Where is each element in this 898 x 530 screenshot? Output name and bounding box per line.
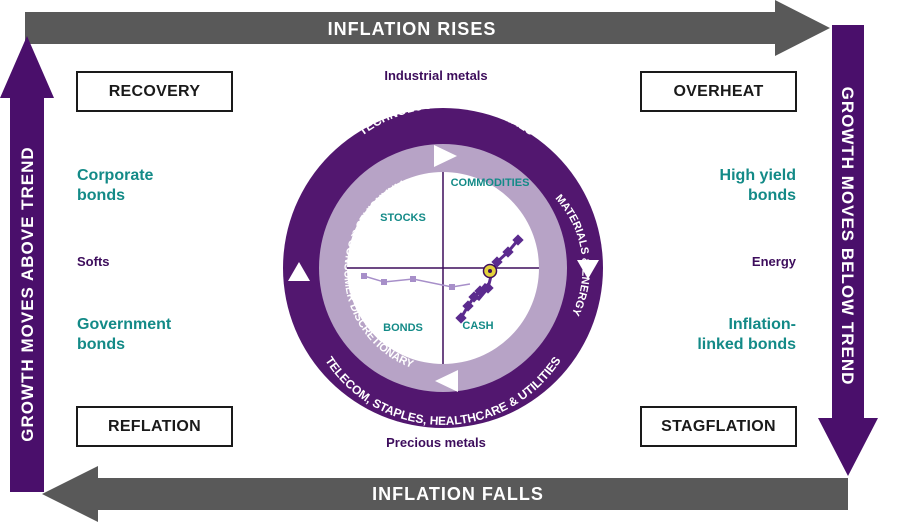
- trail-point: [468, 291, 480, 303]
- phase-stagflation-box: STAGFLATION: [640, 406, 797, 447]
- quadrant-bonds: BONDS: [383, 322, 423, 334]
- trail-point: [462, 300, 474, 312]
- trail-point: [512, 234, 524, 246]
- bonds-government-line2: bonds: [77, 336, 125, 353]
- trail-point: [502, 246, 514, 258]
- trail-point: [381, 279, 387, 285]
- commodity-precious-metals: Precious metals: [386, 435, 486, 450]
- bonds-corporate: Corporate bonds: [77, 166, 153, 206]
- inflation-falls-label: INFLATION FALLS: [372, 484, 544, 504]
- bonds-corporate-line2: bonds: [77, 187, 125, 204]
- bonds-inflation-linked-line1: Inflation-: [728, 316, 796, 333]
- bonds-inflation-linked-line2: linked bonds: [697, 336, 796, 353]
- trail-point: [455, 312, 467, 324]
- ring-arrow-top-icon: [434, 145, 457, 167]
- growth-above-trend-label: GROWTH MOVES ABOVE TREND: [18, 146, 37, 441]
- quadrant-stocks: STOCKS: [380, 212, 426, 224]
- commodity-softs: Softs: [77, 254, 110, 269]
- inflation-rises-arrow: [25, 0, 830, 56]
- trail-point: [491, 256, 503, 268]
- quadrant-cash: CASH: [462, 320, 493, 332]
- phase-reflation-box: REFLATION: [76, 406, 233, 447]
- bonds-high-yield: High yield bonds: [616, 166, 796, 206]
- growth-above-trend-arrow: [0, 36, 54, 492]
- bonds-inflation-linked: Inflation- linked bonds: [616, 315, 796, 355]
- growth-below-trend-arrow: [818, 25, 878, 476]
- inflation-falls-arrow: [42, 466, 848, 522]
- bonds-government: Government bonds: [77, 315, 171, 355]
- ring-arrow-bottom-icon: [435, 370, 458, 392]
- phase-recovery-box: RECOVERY: [76, 71, 233, 112]
- trail-point: [482, 282, 494, 294]
- inflation-rises-label: INFLATION RISES: [328, 19, 497, 39]
- growth-below-trend-label: GROWTH MOVES BELOW TREND: [838, 87, 857, 386]
- trail-point: [449, 284, 455, 290]
- commodity-industrial-metals: Industrial metals: [384, 68, 488, 83]
- trail-point: [410, 276, 416, 282]
- ring-arrow-left-icon: [288, 262, 310, 281]
- bonds-corporate-line1: Corporate: [77, 167, 154, 184]
- bonds-high-yield-line2: bonds: [748, 187, 796, 204]
- quadrant-commodities: COMMODITIES: [451, 177, 530, 189]
- phase-overheat-box: OVERHEAT: [640, 71, 797, 112]
- bonds-government-line1: Government: [77, 316, 172, 333]
- ring-arrow-right-icon: [577, 260, 599, 279]
- commodity-energy: Energy: [751, 254, 796, 269]
- trail-point: [361, 273, 367, 279]
- bonds-high-yield-line1: High yield: [719, 167, 796, 184]
- current-position-marker-dot: [488, 269, 492, 273]
